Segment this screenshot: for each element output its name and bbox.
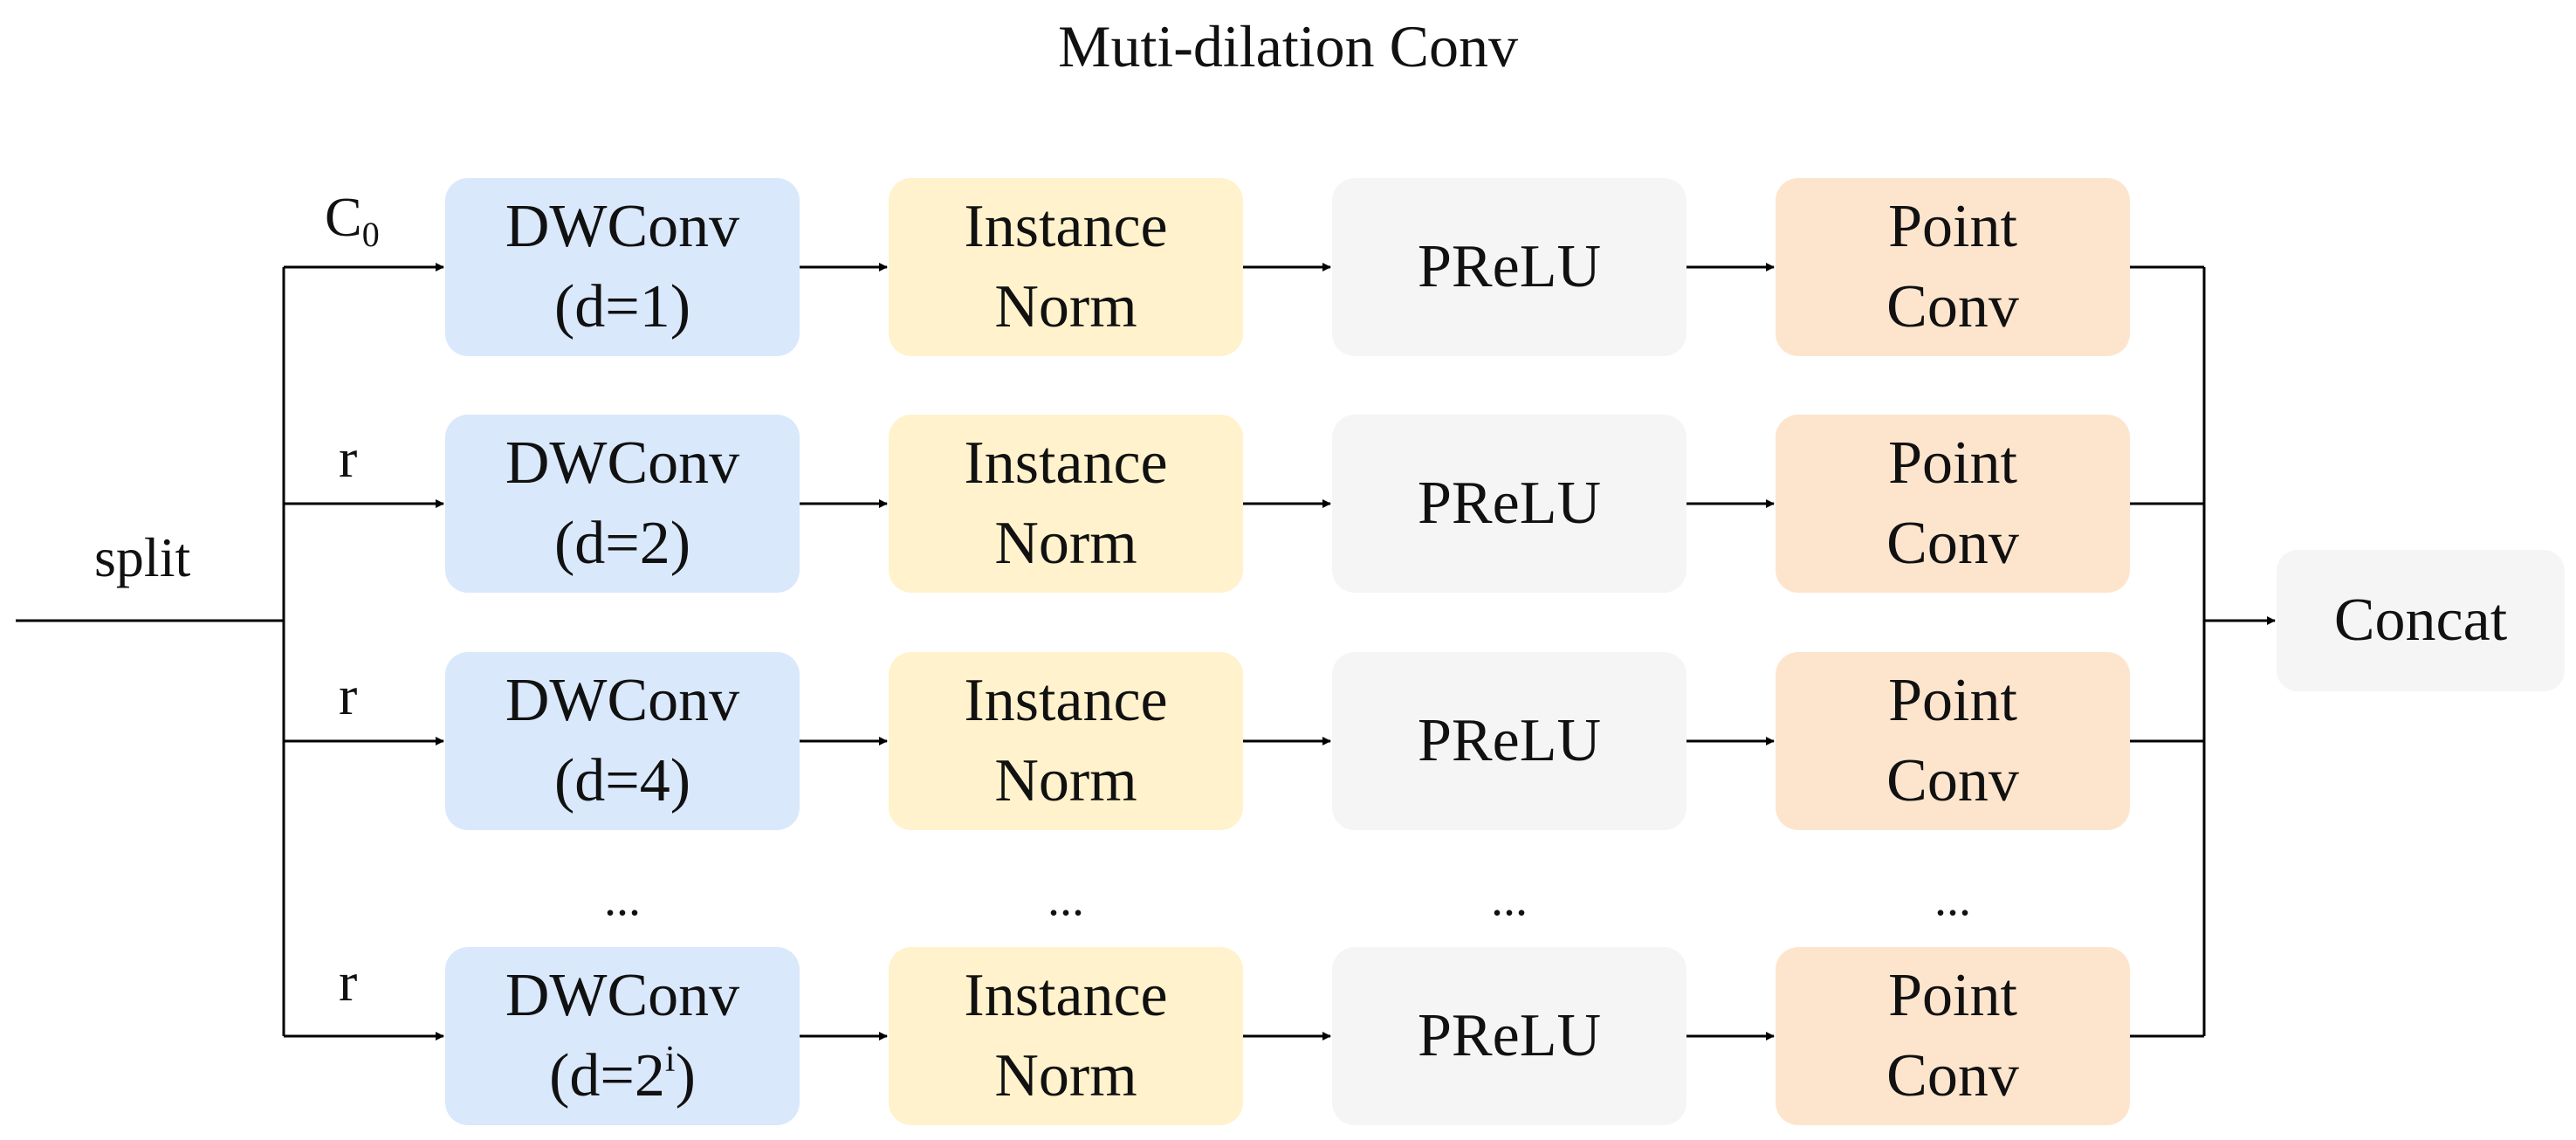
dilation-label: (d=1) <box>553 273 691 340</box>
ellipsis: ... <box>1491 872 1528 926</box>
point-label: Point <box>1888 962 2017 1029</box>
prelu-label: PReLU <box>1418 233 1601 300</box>
instance-label: Instance <box>964 667 1168 734</box>
point-label: Point <box>1888 429 2017 497</box>
dwconv-box: DWConv (d=4) <box>445 652 800 830</box>
prelu-label: PReLU <box>1418 707 1601 774</box>
ellipsis: ... <box>604 872 641 926</box>
channel-label-c0: C0 <box>325 186 380 255</box>
point-conv-box: Point Conv <box>1776 947 2130 1125</box>
norm-label: Norm <box>994 273 1137 340</box>
diagram-title: Muti-dilation Conv <box>1058 13 1518 79</box>
instance-norm-box: Instance Norm <box>889 415 1243 593</box>
point-conv-box: Point Conv <box>1776 415 2130 593</box>
dwconv-box: DWConv (d=2) <box>445 415 800 593</box>
norm-label: Norm <box>994 1042 1137 1109</box>
point-label: Point <box>1888 193 2017 260</box>
instance-label: Instance <box>964 429 1168 497</box>
dilation-label: (d=4) <box>553 747 691 814</box>
point-conv-box: Point Conv <box>1776 178 2130 356</box>
channel-label-r: r <box>339 664 358 726</box>
dilation-label: (d=2) <box>553 510 691 577</box>
point-conv-box: Point Conv <box>1776 652 2130 830</box>
instance-label: Instance <box>964 193 1168 260</box>
norm-label: Norm <box>994 747 1137 814</box>
dwconv-box: DWConv (d=1) <box>445 178 800 356</box>
norm-label: Norm <box>994 510 1137 577</box>
instance-norm-box: Instance Norm <box>889 947 1243 1125</box>
dwconv-label: DWConv <box>505 193 740 260</box>
prelu-label: PReLU <box>1418 470 1601 537</box>
dwconv-label: DWConv <box>505 429 740 497</box>
dilation-exponent: i <box>664 1040 676 1080</box>
instance-norm-box: Instance Norm <box>889 652 1243 830</box>
ellipsis: ... <box>1934 872 1971 926</box>
dwconv-box: DWConv (d=2i) <box>445 947 800 1125</box>
prelu-box: PReLU <box>1332 652 1686 830</box>
conv-label: Conv <box>1886 273 2019 340</box>
split-label: split <box>94 526 191 588</box>
ellipsis: ... <box>1048 872 1084 926</box>
dwconv-label: DWConv <box>505 962 740 1029</box>
dwconv-label: DWConv <box>505 667 740 734</box>
instance-label: Instance <box>964 962 1168 1029</box>
instance-norm-box: Instance Norm <box>889 178 1243 356</box>
prelu-label: PReLU <box>1418 1002 1601 1069</box>
conv-label: Conv <box>1886 747 2019 814</box>
concat-label: Concat <box>2333 587 2508 654</box>
concat-box: Concat <box>2277 550 2565 691</box>
conv-label: Conv <box>1886 1042 2019 1109</box>
prelu-box: PReLU <box>1332 178 1686 356</box>
channel-label-r: r <box>339 427 358 489</box>
prelu-box: PReLU <box>1332 947 1686 1125</box>
channel-label-r: r <box>339 951 358 1013</box>
dilation-label: (d=2i) <box>549 1040 696 1109</box>
conv-label: Conv <box>1886 510 2019 577</box>
prelu-box: PReLU <box>1332 415 1686 593</box>
point-label: Point <box>1888 667 2017 734</box>
